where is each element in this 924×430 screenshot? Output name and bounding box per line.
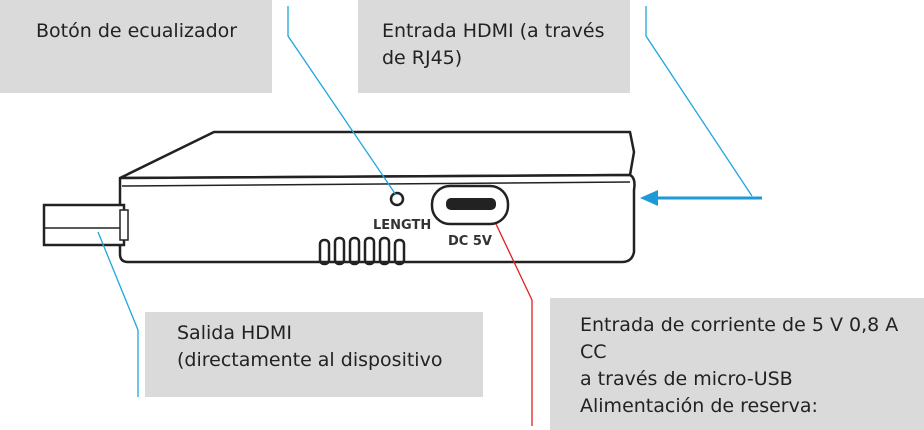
callout-power-line3: a través de micro-USB (580, 368, 793, 390)
micro-usb-port-icon (430, 184, 510, 226)
callout-power-input: Entrada de corriente de 5 V 0,8 A CC a t… (550, 298, 924, 430)
callout-hdmi-input: Entrada HDMI (a través de RJ45) (358, 0, 630, 93)
callout-hdmi-output-line2: (directamente al dispositivo (177, 349, 443, 371)
leader-lines (97, 6, 753, 426)
vent-slots (318, 236, 406, 266)
callout-hdmi-output-line1: Salida HDMI (177, 322, 292, 344)
callout-power-line4: Alimentación de reserva: (580, 395, 818, 417)
equalizer-button-icon (389, 191, 405, 207)
leader-line-hdmi-output (97, 231, 139, 397)
leader-line-hdmi-input (645, 6, 753, 197)
callout-hdmi-input-line1: Entrada HDMI (a través (382, 20, 605, 42)
callout-hdmi-output: Salida HDMI (directamente al dispositivo (145, 312, 483, 397)
input-arrow-icon (640, 190, 762, 206)
hdmi-plug (42, 203, 129, 247)
length-label: LENGTH (373, 218, 431, 233)
hdmi-extender-device (118, 130, 636, 264)
callout-equalizer-button: Botón de ecualizador (0, 0, 272, 93)
callout-power-line1: Entrada de corriente de 5 V 0,8 A (580, 314, 899, 336)
callout-hdmi-input-line2: de RJ45) (382, 47, 463, 69)
callout-power-line2: CC (580, 341, 607, 363)
dc-5v-label: DC 5V (448, 234, 492, 249)
callout-equalizer-line1: Botón de ecualizador (36, 20, 238, 42)
leader-line-power (495, 223, 533, 426)
leader-line-equalizer (287, 6, 397, 196)
